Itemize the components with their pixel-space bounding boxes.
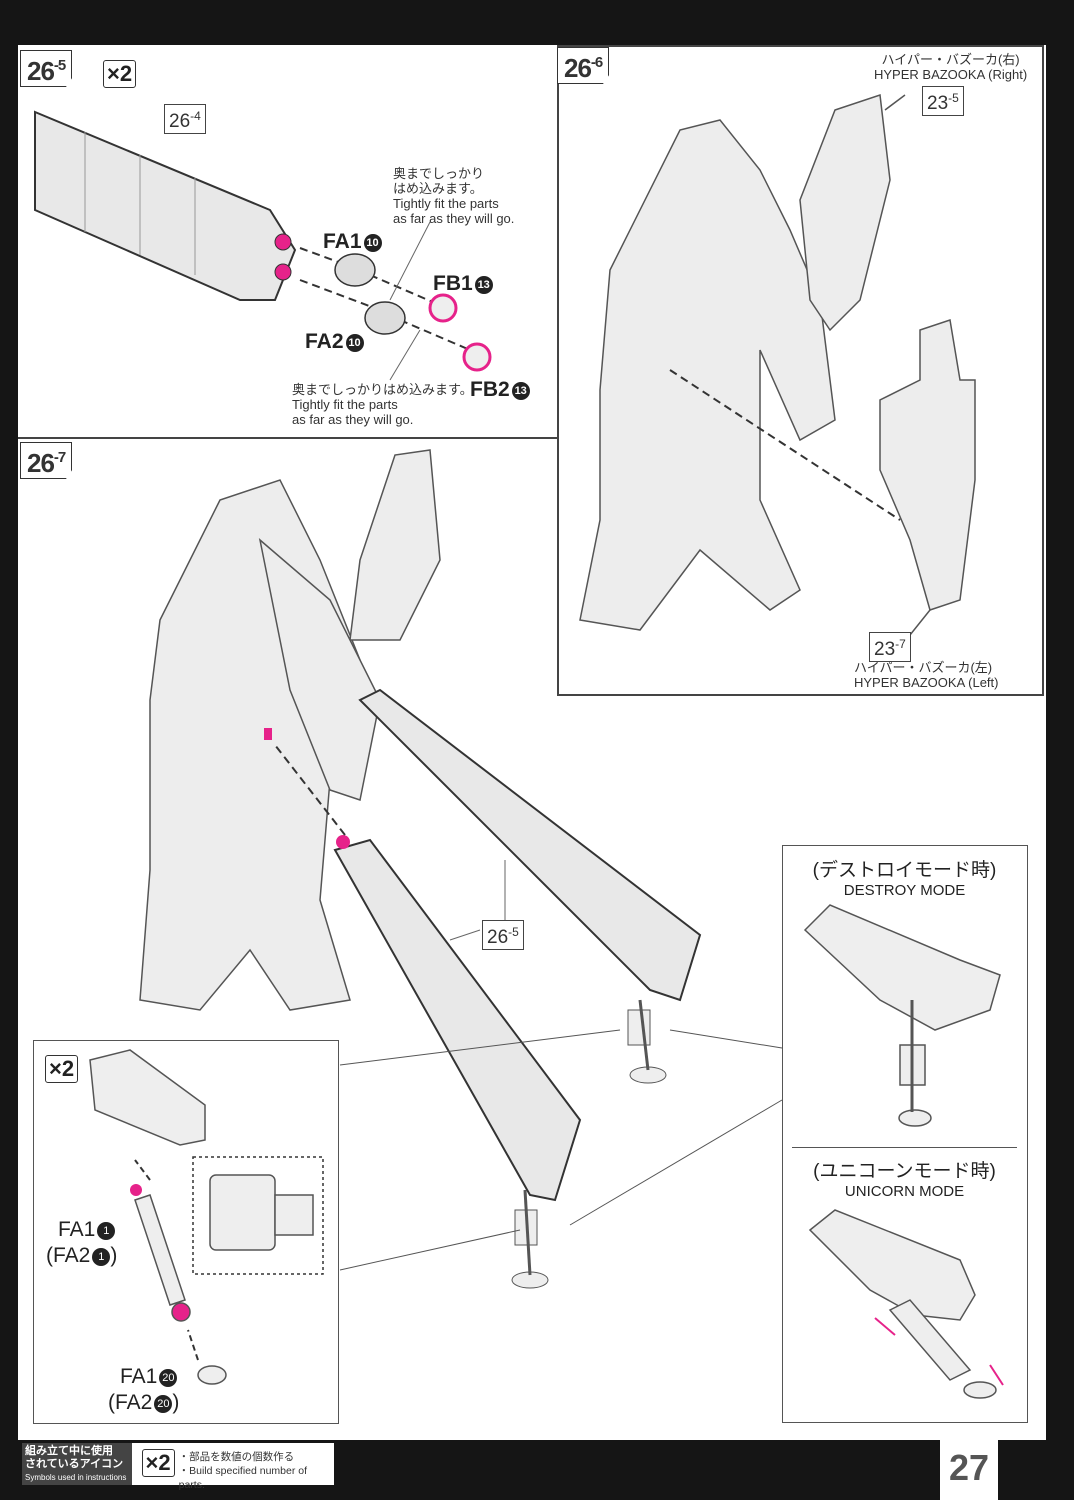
- step-number: 26: [27, 448, 55, 478]
- ref-num: 26: [487, 927, 509, 948]
- desc-en: ・Build specified number of parts.: [178, 1465, 308, 1491]
- panel-step-26-6: [557, 45, 1044, 696]
- unicorn-mode-label: (ユニコーンモード時) UNICORN MODE: [782, 1156, 1027, 1200]
- desc-jp: ・部品を数値の個数作る: [178, 1451, 295, 1463]
- paren: ): [172, 1391, 180, 1414]
- alt-runner-number: 1: [92, 1248, 111, 1266]
- alt-runner-number: 20: [154, 1395, 173, 1413]
- part-ref-26-4: 26-4: [164, 104, 206, 134]
- note-en-line1: Tightly fit the parts: [393, 196, 499, 211]
- mode-jp: (ユニコーンモード時): [813, 1161, 996, 1182]
- step-number: 26: [564, 53, 592, 83]
- note-jp: 奥までしっかりはめ込みます。: [292, 382, 473, 397]
- ref-sub: -4: [190, 109, 201, 123]
- step-sub: -5: [53, 57, 66, 74]
- label-jp: ハイパー・バズーカ(右): [881, 52, 1020, 67]
- step-label-26-7: 26-7: [20, 442, 73, 479]
- fit-note-bottom: 奥までしっかりはめ込みます。 Tightly fit the parts as …: [292, 382, 473, 427]
- ref-sub: -5: [508, 925, 519, 939]
- paren: ): [110, 1244, 118, 1267]
- runner-number: 13: [474, 276, 493, 294]
- part-name: FA1: [323, 230, 362, 253]
- fit-note-top: 奥までしっかり はめ込みます。 Tightly fit the parts as…: [393, 166, 514, 226]
- multiplier-icon: ×2: [103, 60, 137, 88]
- bazooka-tubes-26-7: [264, 688, 783, 1289]
- note-jp-line2: はめ込みます。: [393, 181, 483, 196]
- multiplier-icon: ×2: [45, 1055, 79, 1083]
- runner-number: 20: [159, 1369, 178, 1387]
- note-jp-line1: 奥までしっかり: [393, 166, 485, 181]
- runner-number: 10: [363, 234, 382, 252]
- legend-title-jp1: 組み立て中に使用: [25, 1445, 113, 1457]
- page-number: 27: [940, 1440, 998, 1500]
- legend-title-en: Symbols used in instructions: [25, 1473, 127, 1482]
- inset-parts-illustration: [89, 1049, 324, 1385]
- part-ref-23-5: 23-5: [922, 86, 964, 116]
- destroy-mode-label: (デストロイモード時) DESTROY MODE: [782, 855, 1027, 899]
- mode-divider: [792, 1147, 1017, 1148]
- mode-en: DESTROY MODE: [843, 882, 966, 899]
- runner-number: 1: [97, 1222, 116, 1240]
- step-label-26-6: 26-6: [557, 47, 610, 84]
- label-en: HYPER BAZOOKA (Left): [854, 675, 999, 690]
- multiplier-icon: ×2: [141, 1449, 175, 1477]
- part-ref-23-7: 23-7: [869, 632, 911, 662]
- alt-part-name: (FA2: [46, 1244, 91, 1267]
- note-en-line2: as far as they will go.: [393, 211, 515, 226]
- legend-title-jp2: されているアイコン: [25, 1458, 124, 1470]
- mode-en: UNICORN MODE: [844, 1183, 965, 1200]
- part-name: FA2: [305, 330, 344, 353]
- part-ref-26-5: 26-5: [482, 920, 524, 950]
- hyper-bazooka-right-label: ハイパー・バズーカ(右) HYPER BAZOOKA (Right): [874, 52, 1027, 82]
- inset-stand-assembly: [33, 1040, 339, 1424]
- ref-sub: -5: [948, 91, 959, 105]
- note-en-line2: as far as they will go.: [292, 412, 414, 427]
- ref-num: 23: [927, 93, 949, 114]
- part-name: FB1: [433, 272, 473, 295]
- ref-num: 26: [169, 111, 191, 132]
- symbols-legend: 組み立て中に使用 されているアイコン Symbols used in instr…: [22, 1443, 334, 1491]
- note-en-line1: Tightly fit the parts: [292, 397, 398, 412]
- hyper-bazooka-left-label: ハイパー・バズーカ(左) HYPER BAZOOKA (Left): [854, 660, 999, 690]
- mode-comparison-box: [782, 845, 1028, 1423]
- legend-description: ・部品を数値の個数作る ・Build specified number of p…: [178, 1443, 334, 1491]
- label-jp: ハイパー・バズーカ(左): [854, 660, 993, 675]
- label-en: HYPER BAZOOKA (Right): [874, 67, 1028, 82]
- step-label-26-5: 26-5: [20, 50, 73, 87]
- step-number: 26: [27, 56, 55, 86]
- alt-part-name: (FA2: [108, 1391, 153, 1414]
- mode-illustrations: [803, 904, 1004, 1399]
- part-name: FA1: [58, 1218, 96, 1241]
- ref-num: 23: [874, 639, 896, 660]
- robot-illustration-26-7: [139, 449, 441, 1011]
- part-name: FA1: [120, 1365, 158, 1388]
- step-sub: -7: [53, 449, 66, 466]
- mode-jp: (デストロイモード時): [812, 860, 997, 881]
- robot-illustration-26-6: [579, 93, 976, 636]
- runner-number: 13: [511, 382, 530, 400]
- legend-title: 組み立て中に使用 されているアイコン Symbols used in instr…: [22, 1443, 132, 1485]
- part-name: FB2: [470, 378, 510, 401]
- step-sub: -6: [590, 54, 603, 71]
- runner-number: 10: [345, 334, 364, 352]
- ref-sub: -7: [895, 637, 906, 651]
- bazooka-tube-illustration: [34, 110, 492, 381]
